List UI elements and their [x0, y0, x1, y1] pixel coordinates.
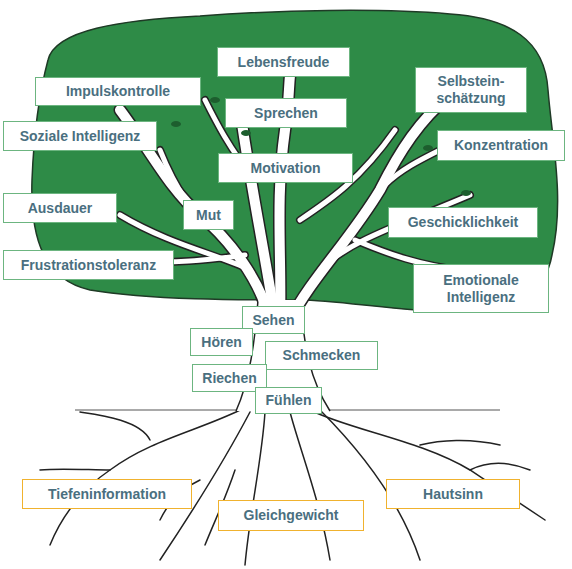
node-label: Konzentration [454, 137, 548, 154]
skill-box: Selbstein- schätzung [415, 67, 527, 113]
tree-roots [40, 410, 545, 565]
node-label: Motivation [251, 160, 321, 177]
node-label: Sprechen [254, 105, 318, 122]
skill-box: Impulskontrolle [35, 77, 201, 106]
node-label: Selbstein- schätzung [416, 73, 526, 107]
node-label: Soziale Intelligenz [20, 128, 141, 145]
skill-box: Emotionale Intelligenz [413, 264, 549, 313]
skill-box: Fühlen [255, 387, 322, 414]
skill-box: Ausdauer [3, 193, 117, 223]
skill-box: Soziale Intelligenz [3, 121, 157, 151]
node-label: Sehen [252, 312, 294, 329]
node-label: Mut [196, 207, 221, 224]
skill-box: Frustrationstoleranz [3, 250, 174, 280]
skill-box: Hautsinn [386, 479, 520, 509]
skill-box: Sprechen [225, 98, 347, 128]
node-label: Hören [201, 334, 241, 351]
skill-box: Tiefeninformation [22, 479, 192, 509]
skill-box: Motivation [218, 153, 353, 183]
skill-box: Schmecken [265, 341, 378, 370]
skill-box: Hören [190, 328, 253, 356]
node-label: Ausdauer [28, 200, 93, 217]
node-label: Riechen [202, 370, 256, 387]
node-label: Schmecken [283, 347, 361, 364]
node-label: Geschicklichkeit [408, 214, 519, 231]
node-label: Fühlen [266, 392, 312, 409]
node-label: Tiefeninformation [48, 486, 166, 503]
node-label: Impulskontrolle [66, 83, 170, 100]
node-label: Emotionale Intelligenz [414, 272, 548, 306]
skill-box: Konzentration [437, 130, 565, 161]
node-label: Frustrationstoleranz [21, 257, 156, 274]
skill-box: Mut [183, 200, 234, 230]
skill-box: Lebensfreude [217, 47, 350, 77]
node-label: Hautsinn [423, 486, 483, 503]
skill-box: Geschicklichkeit [388, 207, 538, 238]
skill-box: Gleichgewicht [218, 500, 364, 531]
node-label: Gleichgewicht [244, 507, 339, 524]
node-label: Lebensfreude [238, 54, 330, 71]
